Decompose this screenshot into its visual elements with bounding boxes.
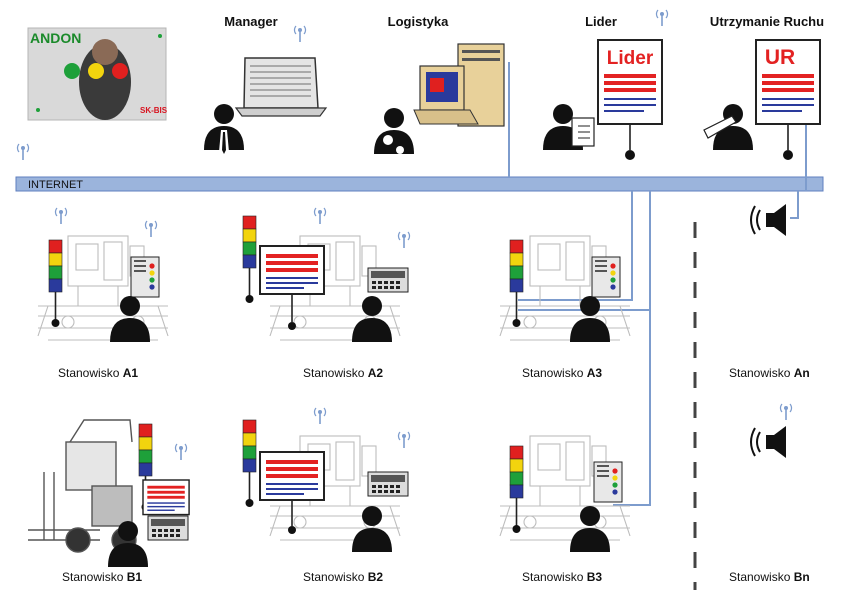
internet-network-bar (15, 176, 824, 192)
antenna-icon (779, 403, 793, 421)
antenna-icon (397, 231, 411, 249)
logo-brand-text: SK-BIS (140, 106, 168, 115)
signal-tower-icon (509, 239, 524, 328)
andon-logo-image (27, 27, 167, 121)
station-label-b3: Stanowisko B3 (522, 570, 603, 584)
gear-icon (383, 135, 404, 154)
antenna-icon (313, 407, 327, 425)
antenna-icon (144, 220, 158, 238)
role-leader: Lider (585, 14, 617, 29)
clipboard-icon (571, 117, 595, 147)
signal-tower-icon (509, 445, 524, 534)
role-manager: Manager (224, 14, 278, 29)
station-label-bn: Stanowisko Bn (729, 570, 810, 584)
station-an (750, 203, 787, 237)
station-label-b1: Stanowisko B1 (62, 570, 143, 584)
internet-label: INTERNET (28, 179, 83, 191)
station-bn (750, 403, 793, 459)
logo-andon-text: ANDON (30, 30, 82, 46)
leader-screen-title: Lider (606, 48, 654, 69)
person-icon (570, 506, 610, 552)
antenna-icon (16, 143, 30, 161)
antenna-icon (54, 207, 68, 225)
wrench-icon (703, 115, 737, 139)
antenna-icon (655, 9, 669, 27)
station-label-a3: Stanowisko A3 (522, 366, 603, 380)
person-icon (352, 296, 392, 342)
laptop-icon (234, 57, 328, 117)
speaker-icon (750, 425, 787, 459)
role-logistics: Logistyka (387, 14, 449, 29)
station-a3 (499, 235, 631, 342)
signal-tower-icon (242, 419, 257, 508)
station-label-b2: Stanowisko B2 (303, 570, 384, 584)
station-a2 (242, 207, 411, 342)
person-icon (110, 296, 150, 342)
role-maintenance: Utrzymanie Ruchu (709, 14, 825, 29)
person-icon (570, 296, 610, 342)
station-label-a2: Stanowisko A2 (303, 366, 384, 380)
antenna-icon (397, 431, 411, 449)
antenna-icon (313, 207, 327, 225)
station-b3 (499, 435, 631, 552)
person-icon (352, 506, 392, 552)
station-a1 (37, 207, 169, 342)
computer-icon (413, 43, 505, 127)
station-label-a1: Stanowisko A1 (58, 366, 139, 380)
antenna-icon (174, 443, 188, 461)
maintenance-screen-title: UR (764, 46, 796, 69)
speaker-icon (750, 203, 787, 237)
maintenance-node (703, 39, 821, 160)
manager-node (204, 25, 328, 158)
logistics-node (374, 43, 505, 154)
antenna-icon (293, 25, 307, 43)
signal-tower-icon (48, 239, 63, 328)
person-icon (374, 108, 414, 154)
signal-tower-icon (242, 215, 257, 304)
station-b1 (28, 419, 190, 567)
leader-node (543, 9, 669, 160)
station-b2 (242, 407, 411, 552)
station-label-an: Stanowisko An (729, 366, 810, 380)
